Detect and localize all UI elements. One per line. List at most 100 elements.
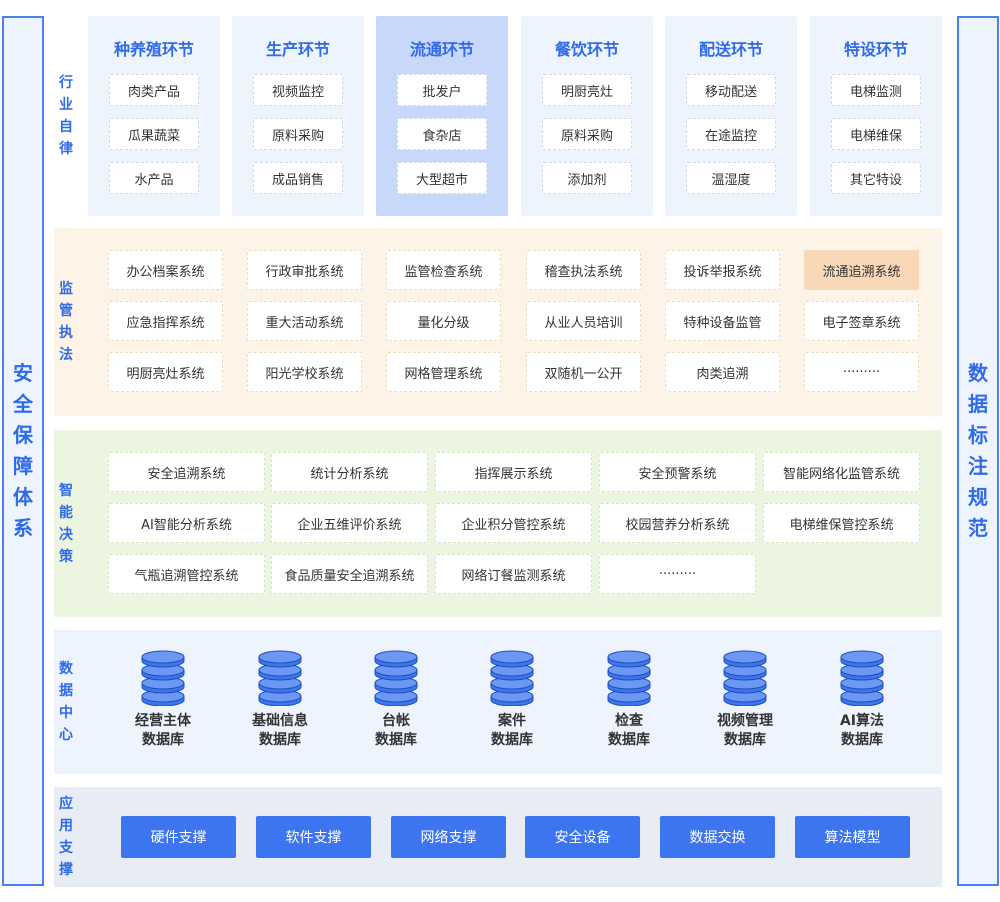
section-label-decision-char: 能 — [59, 504, 73, 521]
support-button[interactable]: 算法模型 — [795, 816, 910, 858]
industry-item[interactable]: 食杂店 — [397, 118, 487, 150]
decision-system[interactable]: 食品质量安全追溯系统 — [271, 554, 428, 594]
industry-item[interactable]: 移动配送 — [686, 74, 776, 106]
supervise-system[interactable]: ········· — [804, 352, 919, 392]
database-icon — [141, 650, 185, 706]
supervise-system[interactable]: 流通追溯系统 — [804, 250, 919, 290]
section-label-supervise-char: 监 — [59, 281, 73, 297]
side-left-char: 全 — [13, 392, 33, 416]
industry-item[interactable]: 水产品 — [109, 162, 199, 194]
decision-system[interactable]: 智能网络化监管系统 — [763, 452, 920, 492]
supervise-system[interactable]: 监管检查系统 — [386, 250, 501, 290]
industry-item[interactable]: 瓜果蔬菜 — [109, 118, 199, 150]
supervise-system[interactable]: 投诉举报系统 — [665, 250, 780, 290]
industry-item[interactable]: 在途监控 — [686, 118, 776, 150]
database-label-line1: 检查 — [615, 713, 643, 729]
section-decision: 智能决策 安全追溯系统统计分析系统指挥展示系统安全预警系统智能网络化监管系统 AI… — [54, 430, 942, 617]
support-button[interactable]: 网络支撑 — [391, 816, 506, 858]
section-supervise: 监管执法 办公档案系统行政审批系统监管检查系统稽查执法系统投诉举报系统流通追溯系… — [54, 228, 942, 416]
section-label-support-char: 撑 — [59, 862, 73, 878]
section-label-industry-char: 业 — [59, 97, 73, 113]
industry-item[interactable]: 成品销售 — [253, 162, 343, 194]
industry-item[interactable]: 原料采购 — [542, 118, 632, 150]
section-label-supervise-char: 法 — [59, 347, 73, 363]
decision-system[interactable]: 安全追溯系统 — [108, 452, 265, 492]
section-label-supervise-char: 执 — [59, 325, 73, 341]
side-right-char: 规 — [968, 485, 988, 509]
support-button[interactable]: 硬件支撑 — [121, 816, 236, 858]
section-label-decision-char: 智 — [59, 482, 73, 499]
decision-system[interactable]: 安全预警系统 — [599, 452, 756, 492]
database-label-line1: 台帐 — [382, 713, 410, 729]
decision-system[interactable]: ········· — [599, 554, 756, 594]
industry-column: 生产环节视频监控原料采购成品销售 — [232, 16, 364, 216]
side-left-char: 安 — [13, 361, 33, 385]
decision-system[interactable]: AI智能分析系统 — [108, 503, 265, 543]
industry-item[interactable]: 电梯监测 — [831, 74, 921, 106]
database-label-line2: 数据库 — [724, 732, 766, 748]
industry-item[interactable]: 温湿度 — [686, 162, 776, 194]
section-label-support: 应用支撑 — [54, 787, 78, 887]
support-button[interactable]: 软件支撑 — [256, 816, 371, 858]
supervise-system[interactable]: 从业人员培训 — [526, 301, 641, 341]
supervise-system[interactable]: 量化分级 — [386, 301, 501, 341]
database-icon — [374, 650, 418, 706]
section-label-support-char: 应 — [59, 796, 73, 812]
section-label-industry-char: 自 — [59, 119, 73, 135]
supervise-system[interactable]: 应急指挥系统 — [108, 301, 223, 341]
decision-system[interactable]: 企业积分管控系统 — [435, 503, 592, 543]
section-label-industry-char: 律 — [59, 141, 73, 157]
industry-item[interactable]: 视频监控 — [253, 74, 343, 106]
industry-item[interactable]: 电梯维保 — [831, 118, 921, 150]
industry-item[interactable]: 批发户 — [397, 74, 487, 106]
decision-system[interactable]: 统计分析系统 — [271, 452, 428, 492]
industry-column-title: 餐饮环节 — [554, 40, 619, 59]
section-label-decision: 智能决策 — [54, 430, 78, 617]
decision-system[interactable]: 指挥展示系统 — [435, 452, 592, 492]
industry-column: 流通环节批发户食杂店大型超市 — [376, 16, 508, 216]
industry-item[interactable]: 肉类产品 — [109, 74, 199, 106]
decision-system[interactable]: 电梯维保管控系统 — [763, 503, 920, 543]
supervise-system[interactable]: 明厨亮灶系统 — [108, 352, 223, 392]
industry-item[interactable]: 其它特设 — [831, 162, 921, 194]
industry-column-title: 配送环节 — [698, 40, 763, 59]
supervise-system[interactable]: 双随机一公开 — [526, 352, 641, 392]
decision-system[interactable]: 校园营养分析系统 — [599, 503, 756, 543]
section-label-industry-char: 行 — [59, 75, 73, 91]
database-label-line2: 数据库 — [491, 732, 533, 748]
database-label-line1: 经营主体 — [135, 713, 191, 729]
database-label-line2: 数据库 — [841, 732, 883, 748]
side-right-char: 范 — [968, 516, 988, 540]
industry-item[interactable]: 大型超市 — [397, 162, 487, 194]
database-label-line1: 案件 — [498, 713, 526, 729]
industry-item[interactable]: 明厨亮灶 — [542, 74, 632, 106]
supervise-system[interactable]: 肉类追溯 — [665, 352, 780, 392]
database-item: 基础信息数据库 — [235, 650, 325, 750]
supervise-system[interactable]: 重大活动系统 — [247, 301, 362, 341]
supervise-system[interactable]: 阳光学校系统 — [247, 352, 362, 392]
industry-item[interactable]: 原料采购 — [253, 118, 343, 150]
industry-column-title: 特设环节 — [843, 40, 908, 59]
industry-column: 种养殖环节肉类产品瓜果蔬菜水产品 — [88, 16, 220, 216]
database-item: AI算法数据库 — [817, 650, 907, 750]
side-left-char: 系 — [13, 516, 33, 540]
section-label-decision-char: 决 — [59, 526, 73, 543]
supervise-system[interactable]: 网格管理系统 — [386, 352, 501, 392]
supervise-system[interactable]: 稽查执法系统 — [526, 250, 641, 290]
supervise-system[interactable]: 电子签章系统 — [804, 301, 919, 341]
database-label-line2: 数据库 — [142, 732, 184, 748]
database-label-line1: AI算法 — [839, 713, 885, 729]
industry-item[interactable]: 添加剂 — [542, 162, 632, 194]
support-button[interactable]: 数据交换 — [660, 816, 775, 858]
support-button[interactable]: 安全设备 — [525, 816, 640, 858]
database-label-line1: 视频管理 — [717, 713, 773, 729]
supervise-system[interactable]: 办公档案系统 — [108, 250, 223, 290]
side-left-char: 体 — [13, 485, 33, 509]
supervise-system[interactable]: 行政审批系统 — [247, 250, 362, 290]
database-label-line2: 数据库 — [259, 732, 301, 748]
decision-system[interactable]: 企业五维评价系统 — [271, 503, 428, 543]
decision-system[interactable]: 气瓶追溯管控系统 — [108, 554, 265, 594]
supervise-system[interactable]: 特种设备监管 — [665, 301, 780, 341]
decision-system[interactable]: 网络订餐监测系统 — [435, 554, 592, 594]
section-label-datacenter: 数据中心 — [54, 630, 78, 774]
